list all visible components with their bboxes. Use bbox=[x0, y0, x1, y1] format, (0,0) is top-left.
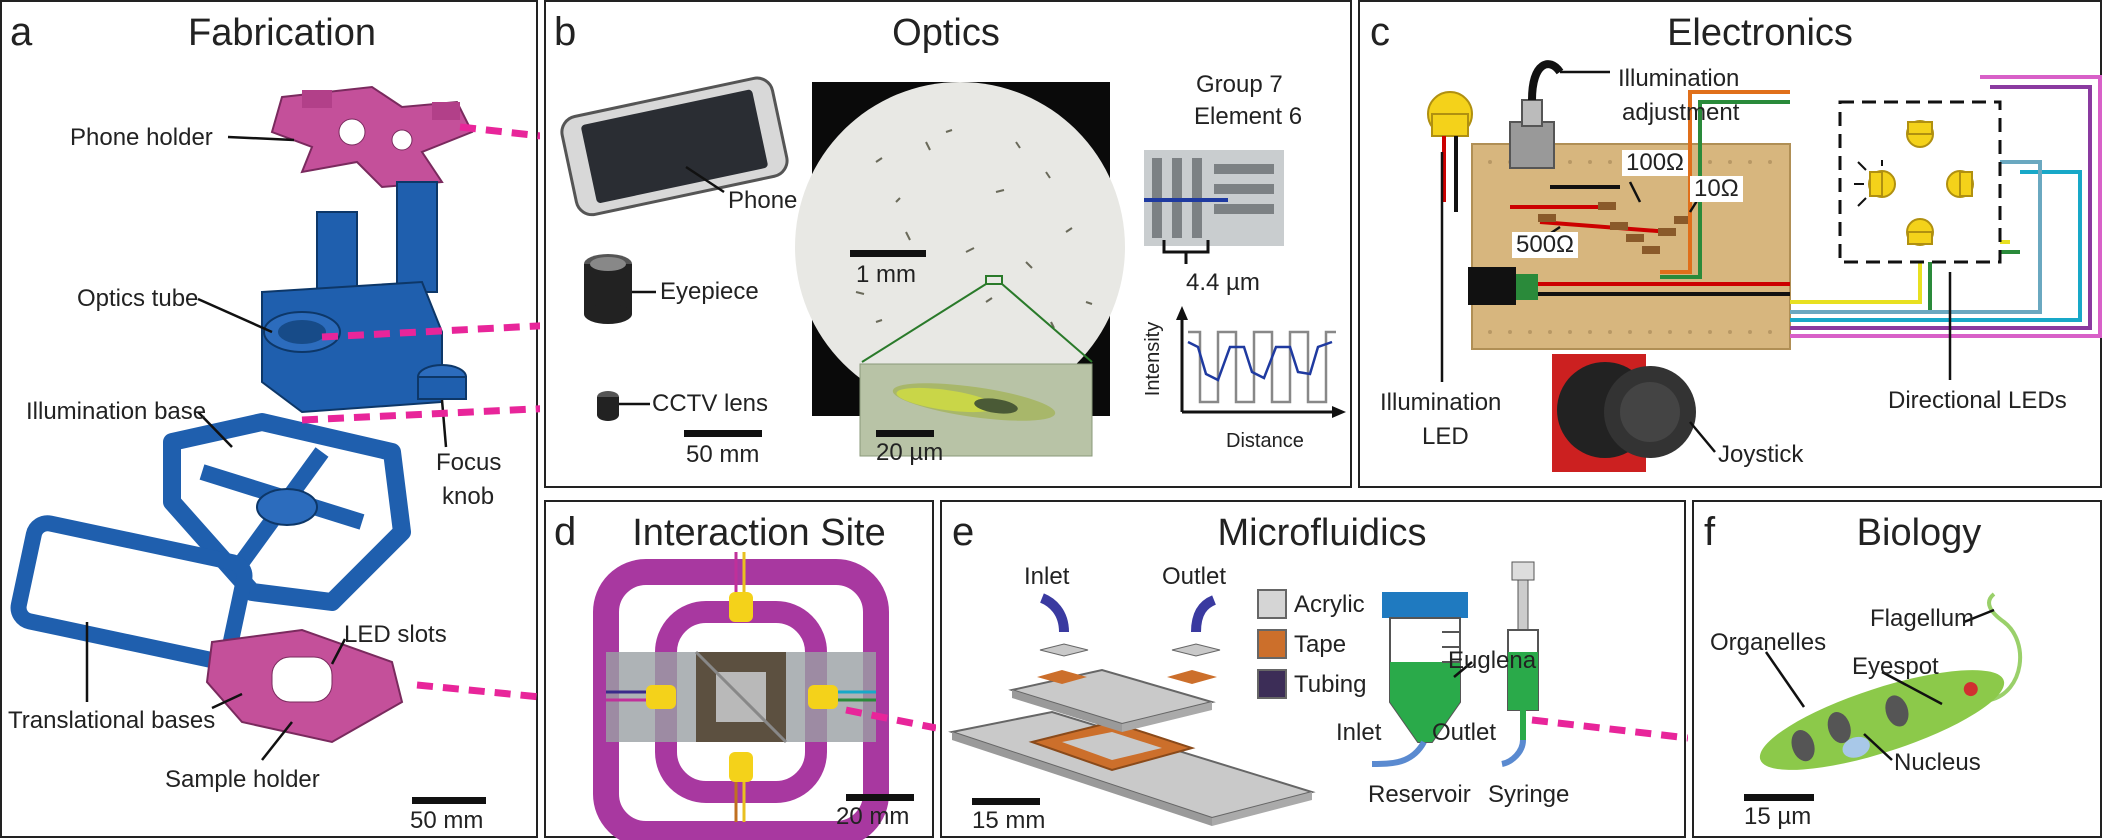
label-focus: Focus bbox=[436, 450, 501, 476]
label-phone-holder: Phone holder bbox=[70, 125, 213, 151]
label-illumination-led-1: Illumination bbox=[1380, 390, 1501, 416]
label-euglena: Euglena bbox=[1448, 648, 1536, 674]
panel-f-biology: f Biology Flagellum Organelles Eyespot N… bbox=[1692, 500, 2102, 838]
intensity-plot bbox=[1176, 306, 1346, 418]
label-joystick: Joystick bbox=[1718, 442, 1803, 468]
scale-label-inset: 20 µm bbox=[876, 440, 943, 466]
panel-a-fabrication: a Fabrication bbox=[0, 0, 538, 838]
label-organelles: Organelles bbox=[1710, 630, 1826, 656]
label-eyespot: Eyespot bbox=[1852, 654, 1939, 680]
label-nucleus: Nucleus bbox=[1894, 750, 1981, 776]
focus-knob-part bbox=[418, 365, 466, 399]
scale-bar-15um bbox=[1744, 794, 1814, 801]
scale-bar-field bbox=[850, 250, 926, 257]
label-illumination-adjustment-1: Illumination bbox=[1618, 66, 1739, 92]
label-illumination-led-2: LED bbox=[1422, 424, 1469, 450]
scale-label-15mm: 15 mm bbox=[972, 808, 1045, 834]
legend-label-acrylic: Acrylic bbox=[1294, 592, 1365, 618]
label-reservoir: Reservoir bbox=[1368, 782, 1471, 808]
label-illumination-adjustment-2: adjustment bbox=[1622, 100, 1739, 126]
label-eyepiece: Eyepiece bbox=[660, 279, 759, 305]
label-cctv-lens: CCTV lens bbox=[652, 391, 768, 417]
panel-c-electronics: c Electronics bbox=[1358, 0, 2102, 488]
scale-bar-20mm bbox=[846, 794, 914, 801]
interaction-site-illustration bbox=[546, 502, 936, 840]
axis-label-intensity: Intensity bbox=[1142, 322, 1164, 396]
label-illumination-base: Illumination base bbox=[26, 399, 206, 425]
label-inlet: Inlet bbox=[1336, 720, 1381, 746]
scale-label-field: 1 mm bbox=[856, 262, 916, 288]
legend-swatch-tubing bbox=[1258, 670, 1286, 698]
eyepiece-device bbox=[584, 254, 632, 324]
panel-d-interaction-site: d Interaction Site 20 mm bbox=[544, 500, 934, 838]
label-outlet: Outlet bbox=[1432, 720, 1496, 746]
illumination-led bbox=[1428, 92, 1472, 212]
panel-b-optics: b Optics bbox=[544, 0, 1352, 488]
label-sample-holder: Sample holder bbox=[165, 767, 320, 793]
label-resistor-100: 100Ω bbox=[1622, 150, 1688, 176]
phone-holder-part bbox=[272, 87, 472, 187]
scale-label-50mm: 50 mm bbox=[410, 808, 483, 834]
legend-swatch-acrylic bbox=[1258, 590, 1286, 618]
label-group: Group 7 bbox=[1196, 72, 1283, 98]
label-knob: knob bbox=[442, 484, 494, 510]
legend-label-tubing: Tubing bbox=[1294, 672, 1367, 698]
label-directional-leds: Directional LEDs bbox=[1888, 388, 2067, 414]
potentiometer bbox=[1510, 64, 1560, 168]
label-element: Element 6 bbox=[1194, 104, 1302, 130]
scale-bar-inset bbox=[876, 430, 934, 437]
scale-label-20mm: 20 mm bbox=[836, 804, 909, 830]
legend-label-tape: Tape bbox=[1294, 632, 1346, 658]
scale-label-device: 50 mm bbox=[686, 442, 759, 468]
scale-bar-50mm bbox=[412, 797, 486, 804]
legend-swatch-tape bbox=[1258, 630, 1286, 658]
label-inlet-top: Inlet bbox=[1024, 564, 1069, 590]
cctv-lens-device bbox=[597, 391, 619, 421]
label-led-slots: LED slots bbox=[344, 622, 447, 648]
label-resistor-500: 500Ω bbox=[1512, 232, 1578, 258]
axis-label-distance: Distance bbox=[1226, 430, 1304, 452]
power-jack bbox=[1468, 267, 1516, 305]
label-syringe: Syringe bbox=[1488, 782, 1569, 808]
joystick-module bbox=[1552, 354, 1696, 472]
label-optics-tube: Optics tube bbox=[77, 286, 198, 312]
microscope-field-of-view bbox=[795, 82, 1125, 412]
label-flagellum: Flagellum bbox=[1870, 606, 1974, 632]
optics-tube-part bbox=[262, 182, 442, 412]
panel-e-microfluidics: e Microfluidics bbox=[940, 500, 1686, 838]
label-outlet-top: Outlet bbox=[1162, 564, 1226, 590]
label-resolution: 4.4 µm bbox=[1186, 270, 1260, 296]
label-phone: Phone bbox=[728, 188, 797, 214]
scale-bar-15mm bbox=[972, 798, 1040, 805]
label-translational-bases: Translational bases bbox=[8, 708, 215, 734]
label-resistor-10: 10Ω bbox=[1690, 176, 1743, 202]
scale-bar-device bbox=[684, 430, 762, 437]
scale-label-15um: 15 µm bbox=[1744, 804, 1811, 830]
illumination-base-part bbox=[172, 422, 402, 602]
